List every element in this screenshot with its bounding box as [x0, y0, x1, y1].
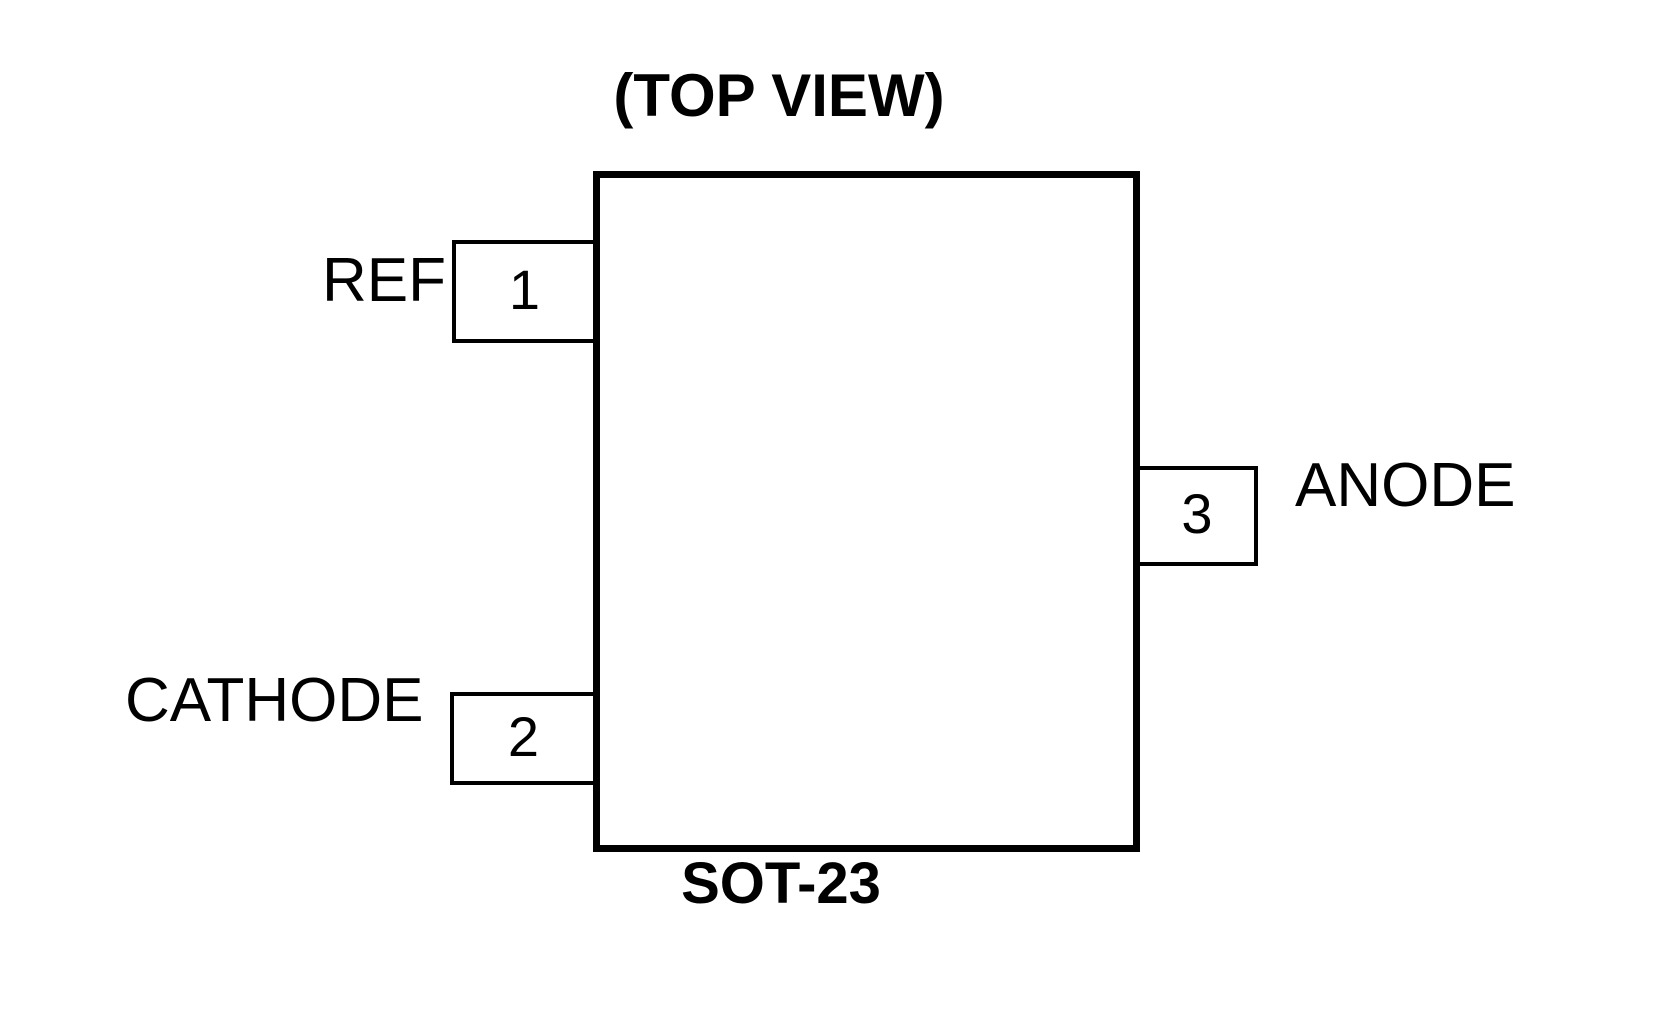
page-title: (TOP VIEW): [613, 62, 945, 129]
pin-label-ref: REF: [322, 246, 446, 315]
pin-box-3: 3: [1136, 466, 1258, 566]
body-left-edge-segment-pin2: [593, 692, 600, 785]
package-body-outline: [593, 171, 1140, 852]
pin-label-anode: ANODE: [1295, 451, 1516, 520]
pin-label-cathode: CATHODE: [125, 666, 424, 735]
pin-number-3: 3: [1181, 482, 1213, 545]
package-name-label: SOT-23: [681, 851, 881, 916]
body-right-edge-segment-pin3: [1133, 466, 1140, 566]
pin-number-2: 2: [507, 704, 540, 768]
pin-box-2: 2: [450, 692, 597, 785]
body-left-edge-segment-pin1: [593, 240, 600, 343]
pin-box-1: 1: [452, 240, 597, 343]
pin-number-1: 1: [508, 257, 541, 321]
